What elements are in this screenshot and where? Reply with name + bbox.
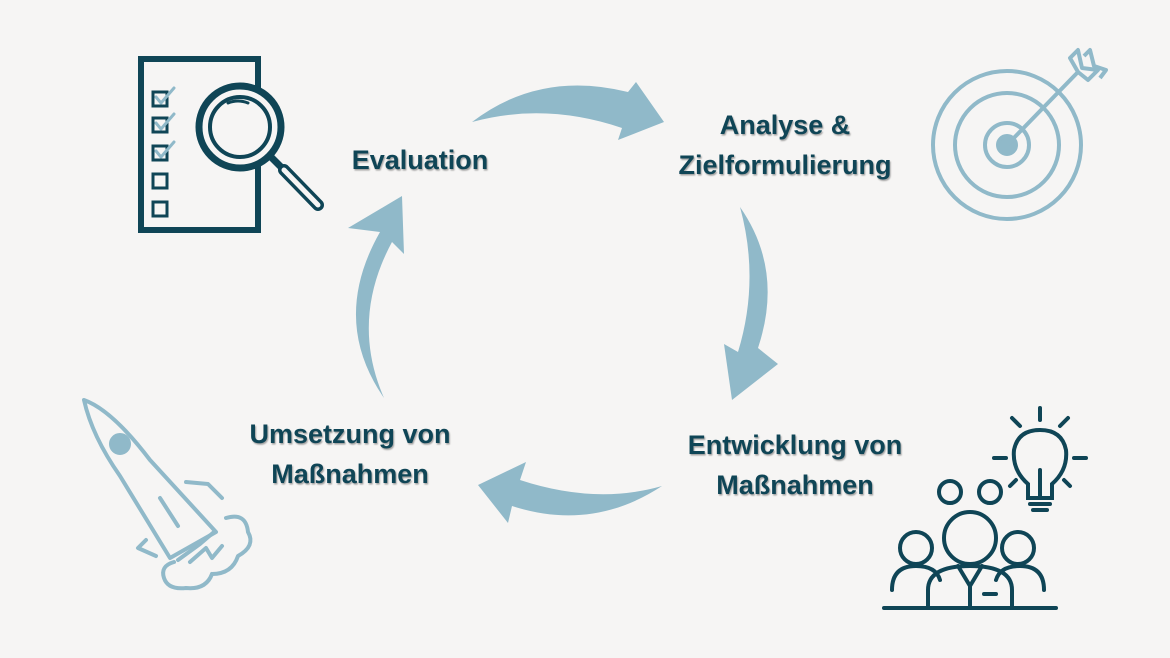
step-label-analyse-line-2: Zielformulierung [678, 150, 892, 180]
arrow-bottom [478, 462, 662, 523]
target-arrow-icon [931, 48, 1108, 221]
step-label-entwicklung: Entwicklung von Maßnahmen [640, 425, 950, 505]
step-label-evaluation: Evaluation [320, 140, 520, 180]
arrow-top [472, 82, 664, 140]
step-label-analyse: Analyse & Zielformulierung [635, 105, 935, 185]
team-idea-icon [882, 406, 1088, 610]
checklist-magnifier-icon [138, 56, 324, 233]
step-label-entwicklung-line-2: Maßnahmen [716, 470, 874, 500]
step-label-entwicklung-line-1: Entwicklung von [687, 430, 903, 460]
arrow-right [724, 207, 778, 400]
cycle-arrows [348, 82, 778, 523]
step-label-analyse-line-1: Analyse & [719, 110, 851, 140]
arrow-left [348, 196, 404, 398]
step-label-umsetzung-line-2: Maßnahmen [271, 459, 429, 489]
step-label-umsetzung-line-1: Umsetzung von [249, 419, 451, 449]
rocket-icon [82, 398, 253, 591]
step-label-umsetzung: Umsetzung von Maßnahmen [200, 414, 500, 494]
step-label-evaluation-line-1: Evaluation [351, 145, 489, 175]
